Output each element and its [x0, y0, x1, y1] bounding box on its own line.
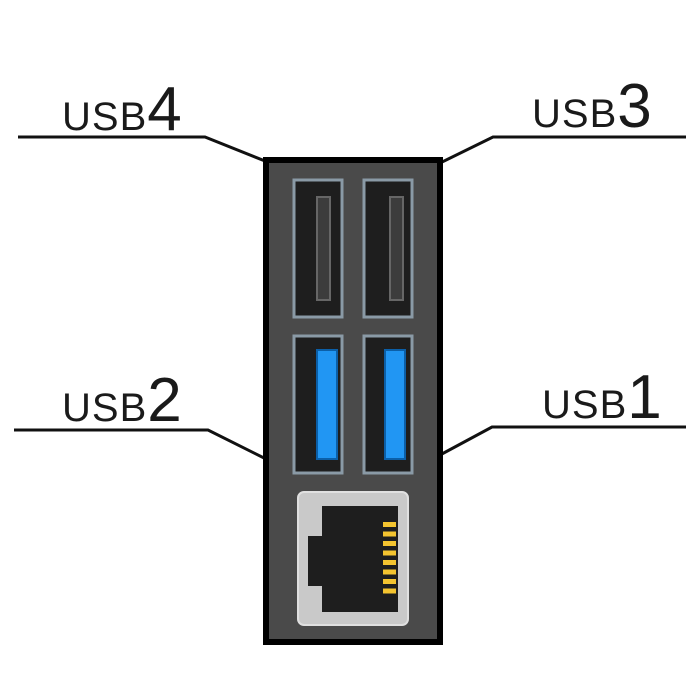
- ethernet-pin: [383, 531, 396, 537]
- ethernet-pin: [383, 588, 396, 594]
- usb4-port: [292, 178, 344, 319]
- usb1-port: [362, 334, 414, 475]
- usb2-port-icon: [389, 196, 404, 301]
- label-usb3-prefix: USB: [532, 92, 617, 136]
- ethernet-pin: [383, 569, 396, 575]
- label-usb1-prefix: USB: [542, 383, 627, 427]
- usb2-port: [292, 334, 344, 475]
- ethernet-port: [297, 491, 409, 626]
- label-usb4-prefix: USB: [62, 95, 147, 139]
- usb3-port: [362, 178, 414, 319]
- leader-usb4: [18, 135, 299, 186]
- ethernet-pin: [383, 541, 396, 546]
- label-usb2: USB2: [62, 366, 182, 435]
- label-usb3: USB3: [532, 72, 652, 141]
- leader-usb2: [14, 428, 299, 478]
- label-usb1: USB1: [542, 363, 662, 432]
- label-usb3-number: 3: [617, 72, 651, 141]
- ethernet-socket: [308, 506, 398, 612]
- ethernet-pins: [383, 522, 396, 594]
- label-usb1-number: 1: [627, 363, 661, 432]
- usb2-port-icon: [316, 196, 331, 301]
- usb3-port-icon: [316, 349, 338, 460]
- ethernet-pin: [383, 522, 396, 527]
- usb3-port-icon: [384, 349, 406, 460]
- label-usb4: USB4: [62, 75, 182, 144]
- leader-usb1: [411, 425, 686, 472]
- leader-usb3: [411, 135, 686, 186]
- label-usb4-number: 4: [147, 75, 181, 144]
- label-usb2-prefix: USB: [62, 386, 147, 430]
- label-usb2-number: 2: [147, 366, 181, 435]
- ethernet-pin: [383, 560, 396, 565]
- ethernet-pin: [383, 550, 396, 556]
- ethernet-pin: [383, 579, 396, 584]
